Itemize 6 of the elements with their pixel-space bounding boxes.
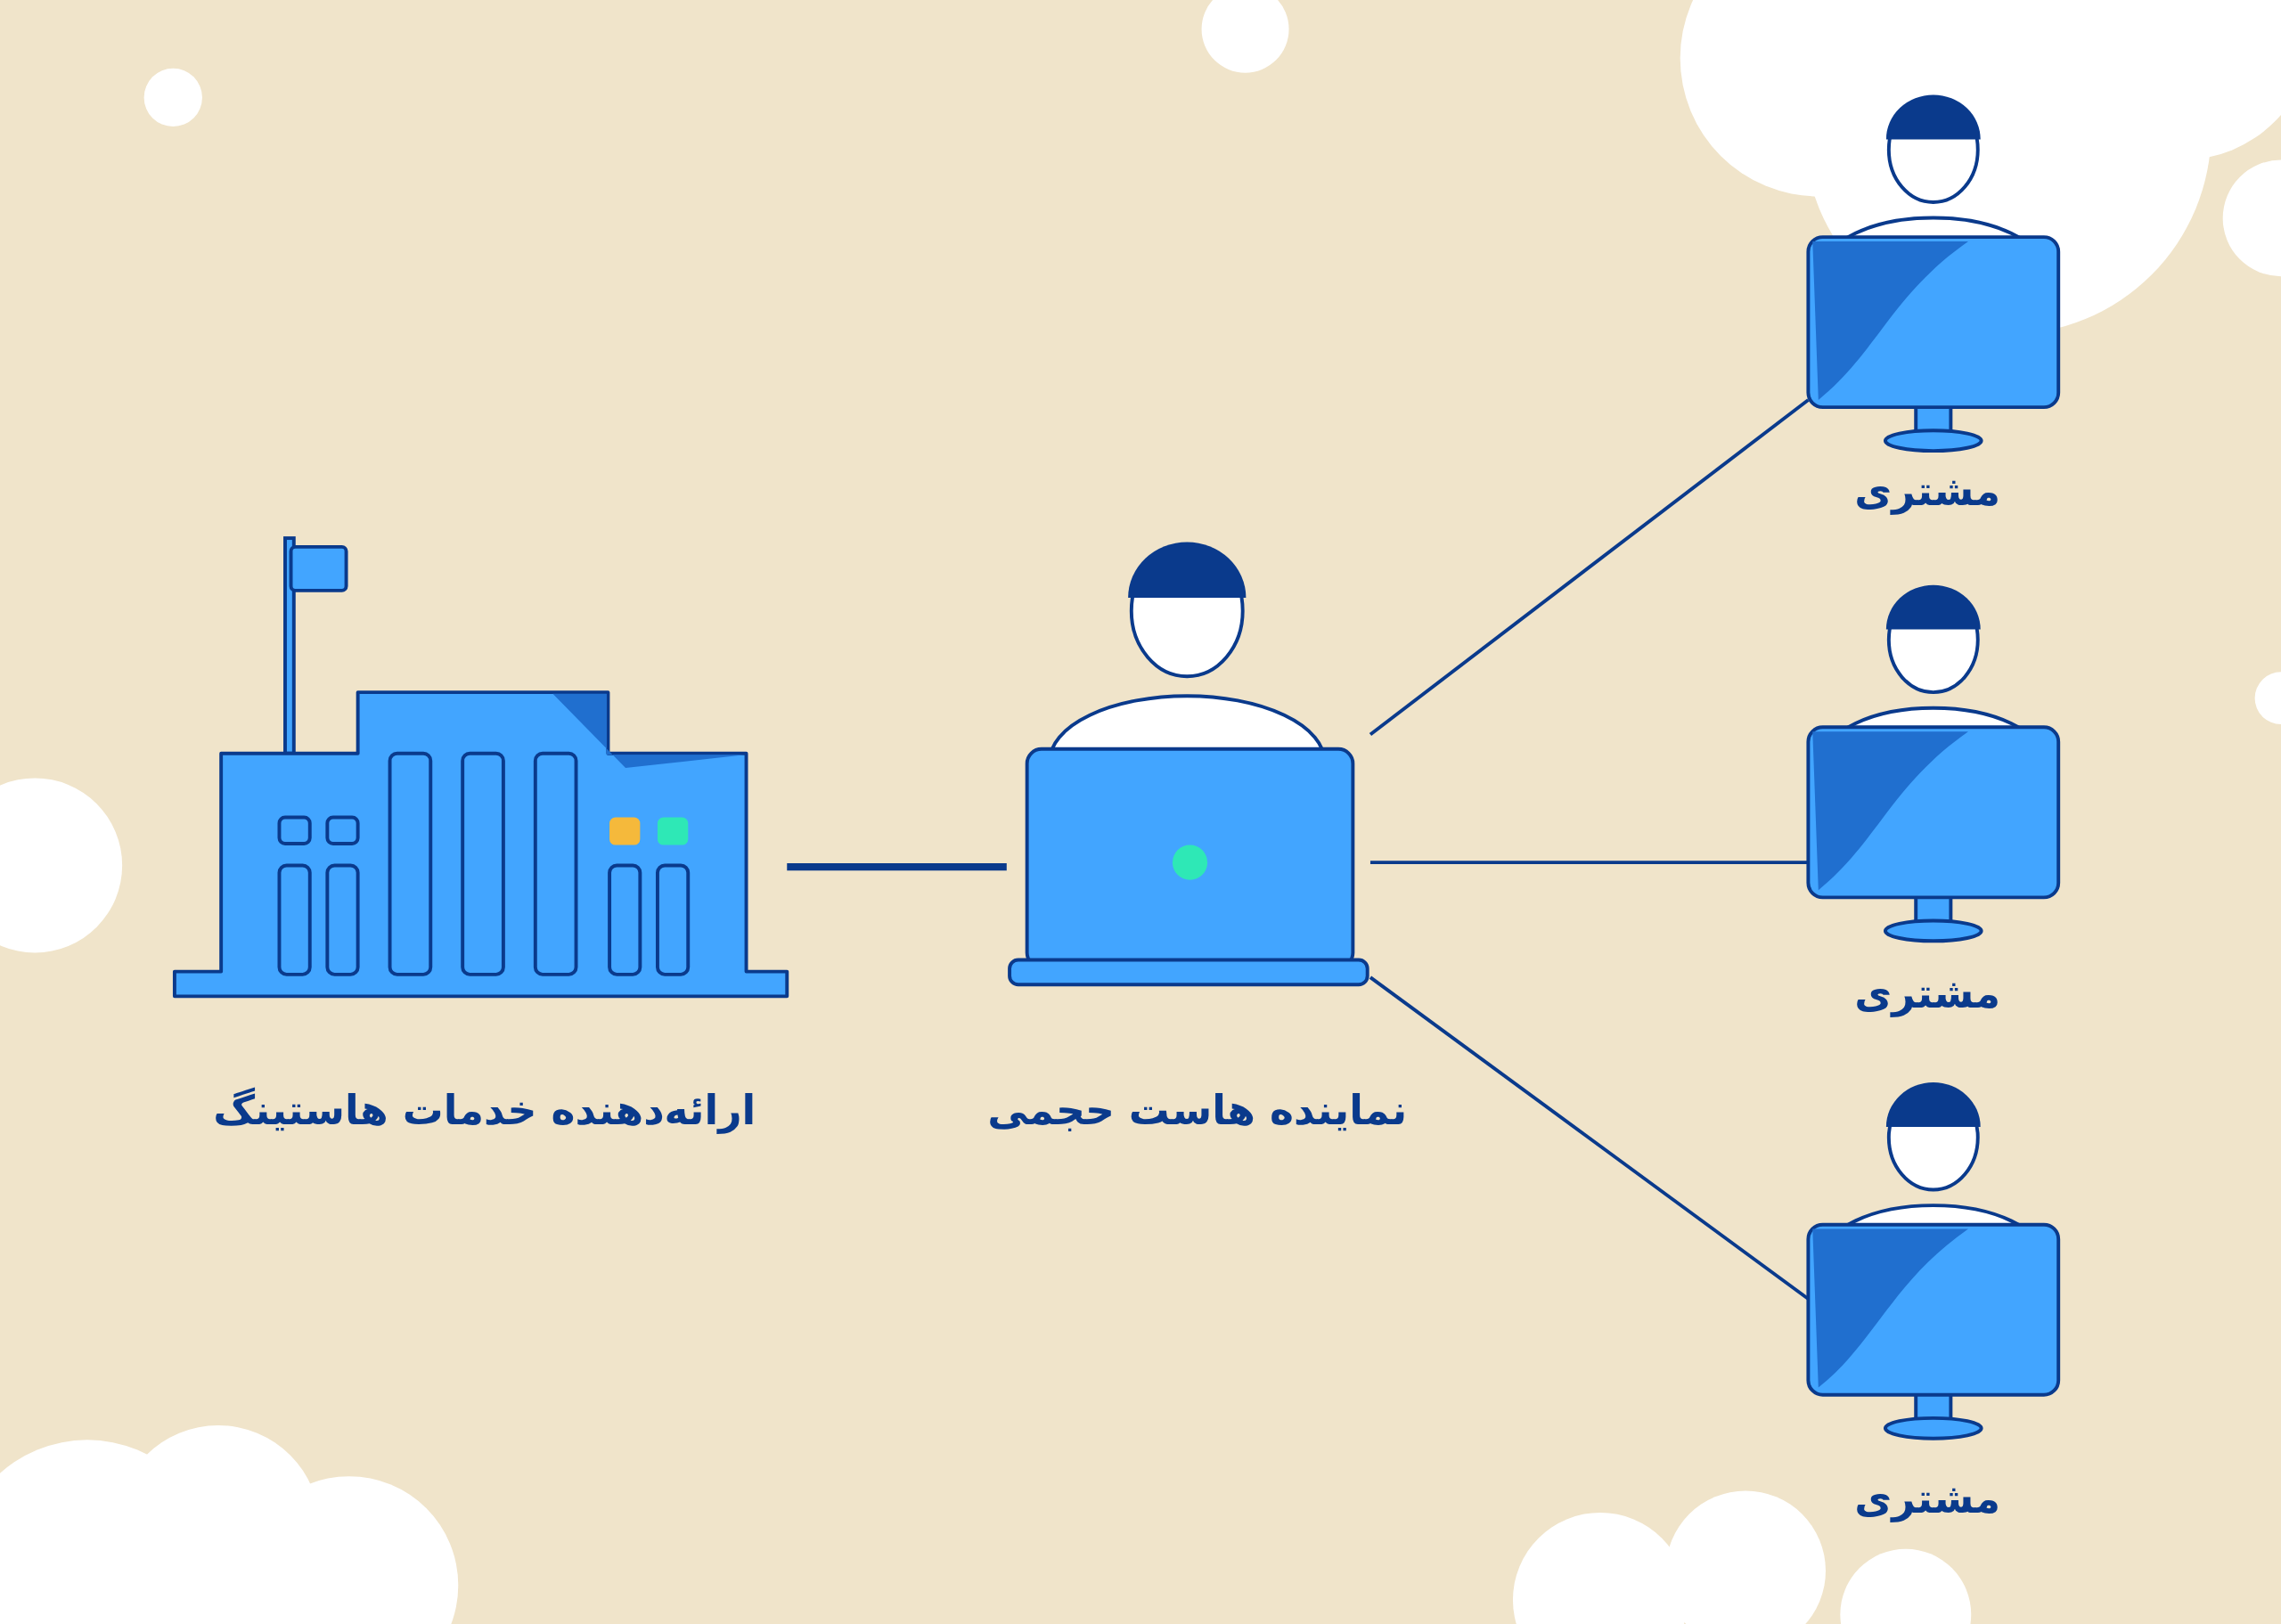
node-label: مشتری bbox=[1854, 467, 2001, 516]
node-label: نماینده هاست حجمی bbox=[987, 1086, 1408, 1136]
node-label: ارائه‌دهنده خدمات هاستینگ bbox=[213, 1086, 756, 1136]
node-label: مشتری bbox=[1854, 970, 2001, 1019]
node-label: مشتری bbox=[1854, 1474, 2001, 1524]
connector-line bbox=[787, 862, 1007, 871]
